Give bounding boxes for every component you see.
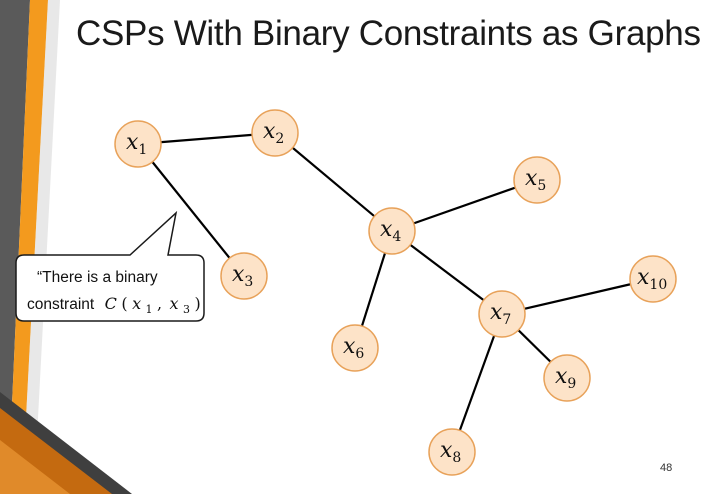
node-x6: x6 bbox=[331, 324, 379, 372]
node-var: x bbox=[637, 265, 650, 290]
node-label: x1 bbox=[126, 130, 147, 158]
node-circle bbox=[428, 428, 476, 476]
node-label: x5 bbox=[525, 166, 546, 194]
node-subscript: 1 bbox=[138, 142, 147, 158]
callout-line2-prefix: constraint bbox=[27, 296, 95, 313]
node-circle bbox=[331, 324, 379, 372]
node-label: x6 bbox=[343, 334, 364, 362]
edge-x4-x5 bbox=[391, 178, 538, 233]
node-circle bbox=[251, 109, 299, 157]
node-subscript: 9 bbox=[567, 376, 576, 392]
node-circle bbox=[513, 156, 561, 204]
node-x1: x1 bbox=[114, 120, 162, 168]
edge-x7-x8 bbox=[450, 313, 504, 453]
node-label: x9 bbox=[555, 364, 576, 392]
callout-math-comma: , bbox=[157, 294, 162, 313]
bottom-light-triangle bbox=[0, 440, 70, 494]
node-var: x bbox=[525, 166, 538, 191]
node-label: x4 bbox=[380, 217, 401, 245]
node-circle bbox=[543, 354, 591, 402]
node-var: x bbox=[343, 334, 356, 359]
node-circle bbox=[114, 120, 162, 168]
callout-math-c: C bbox=[105, 294, 117, 313]
node-x4: x4 bbox=[368, 207, 416, 255]
slide-title: CSPs With Binary Constraints as Graphs bbox=[76, 14, 701, 53]
node-label: x8 bbox=[440, 438, 461, 466]
node-circle bbox=[478, 290, 526, 338]
node-var: x bbox=[263, 119, 276, 144]
node-x2: x2 bbox=[251, 109, 299, 157]
edge-x1-x3 bbox=[137, 143, 245, 277]
node-subscript: 10 bbox=[649, 277, 667, 293]
node-subscript: 7 bbox=[502, 312, 511, 328]
node-var: x bbox=[380, 217, 393, 242]
node-label: x3 bbox=[232, 262, 253, 290]
node-subscript: 2 bbox=[275, 131, 284, 147]
node-x10: x10 bbox=[629, 255, 677, 303]
left-light-stripe bbox=[22, 0, 60, 494]
node-x7: x7 bbox=[478, 290, 526, 338]
node-subscript: 3 bbox=[244, 274, 253, 290]
node-subscript: 6 bbox=[355, 346, 364, 362]
node-var: x bbox=[232, 262, 245, 287]
node-subscript: 8 bbox=[452, 450, 461, 466]
page-number: 48 bbox=[660, 462, 673, 474]
node-label: x7 bbox=[490, 300, 511, 328]
callout-math-sub2: 3 bbox=[183, 303, 190, 316]
left-orange-stripe bbox=[8, 0, 48, 494]
node-label: x2 bbox=[263, 119, 284, 147]
node-circle bbox=[629, 255, 677, 303]
callout-math-sub1: 1 bbox=[146, 303, 153, 316]
callout-math-open: ( bbox=[121, 294, 127, 313]
node-label: x10 bbox=[637, 265, 667, 293]
node-x8: x8 bbox=[428, 428, 476, 476]
node-circle bbox=[368, 207, 416, 255]
node-var: x bbox=[555, 364, 568, 389]
node-x3: x3 bbox=[220, 252, 268, 300]
node-var: x bbox=[440, 438, 453, 463]
callout-line1: “There is a binary bbox=[37, 269, 158, 286]
left-dark-stripe bbox=[0, 0, 30, 494]
edge-x2-x4 bbox=[274, 132, 393, 232]
node-circle bbox=[220, 252, 268, 300]
node-subscript: 4 bbox=[392, 229, 401, 245]
node-x5: x5 bbox=[513, 156, 561, 204]
node-x9: x9 bbox=[543, 354, 591, 402]
node-var: x bbox=[490, 300, 503, 325]
callout-line2: constraint C ( x 1 , x 3 ) bbox=[27, 294, 201, 317]
edge-x7-x10 bbox=[501, 277, 654, 316]
callout-bubble bbox=[15, 210, 205, 322]
callout-math-var2: x bbox=[170, 294, 179, 313]
node-var: x bbox=[126, 130, 139, 155]
callout-math-close: ) bbox=[194, 294, 200, 313]
node-subscript: 5 bbox=[537, 178, 546, 194]
callout-math-var1: x bbox=[132, 294, 141, 313]
